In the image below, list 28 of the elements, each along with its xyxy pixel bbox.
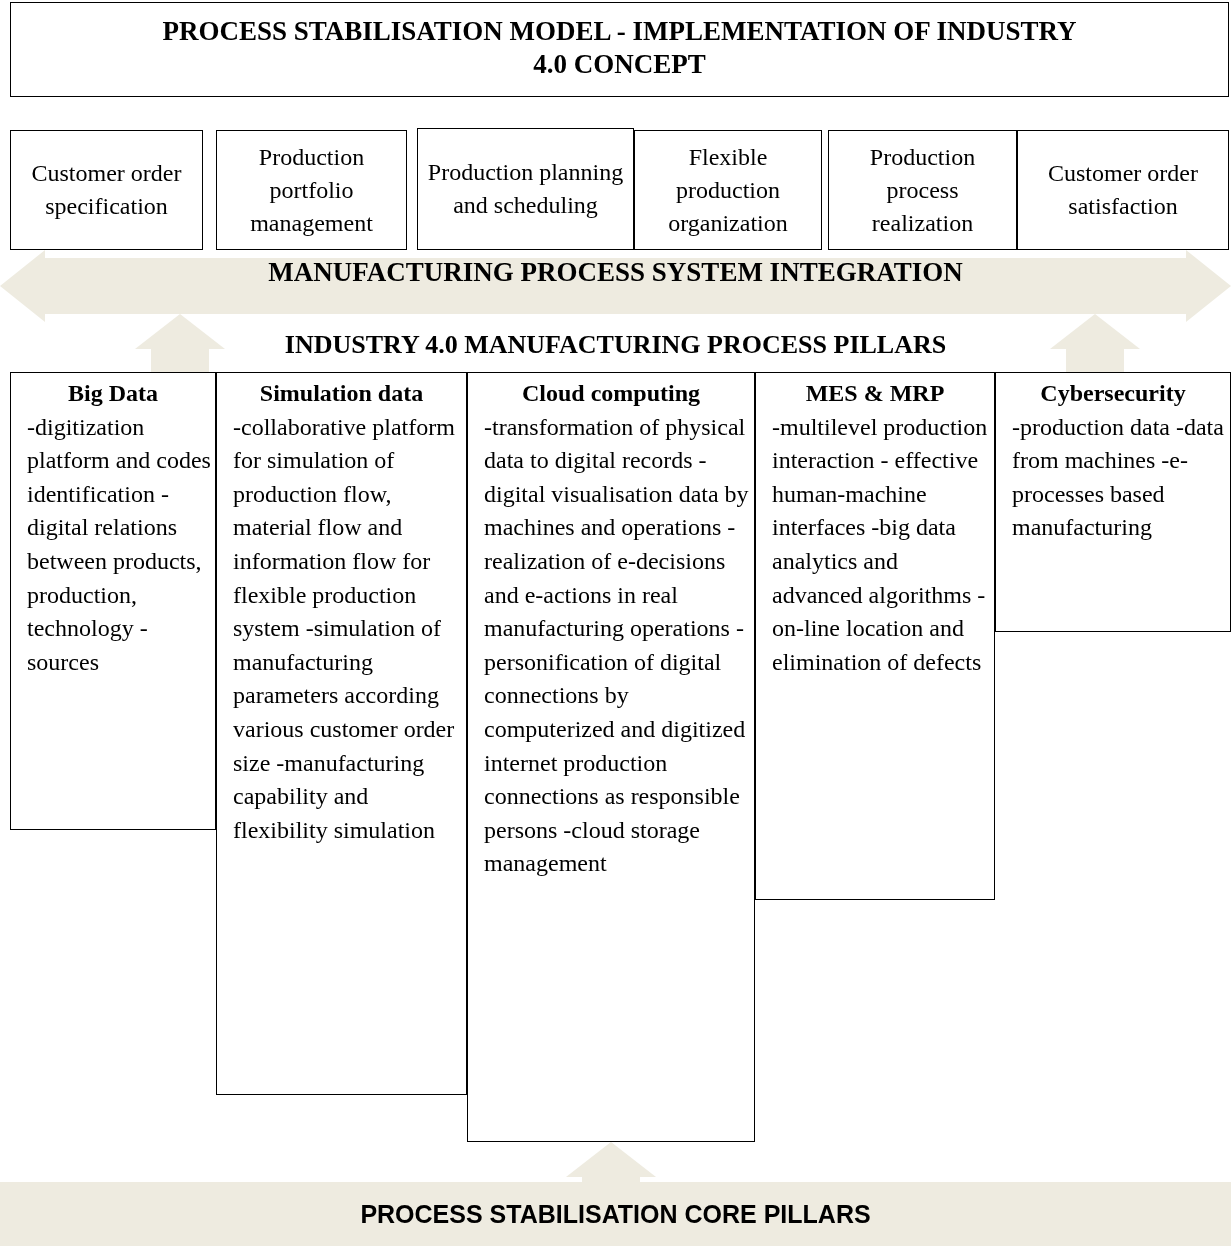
pillar-box	[10, 372, 216, 830]
pillar-text: -production data -data from machines -e-processes based manufacturing	[1012, 412, 1225, 543]
up-arrow	[1050, 314, 1140, 372]
process-box: Production planning and scheduling	[417, 128, 634, 250]
pillar-heading: Cybersecurity	[1039, 379, 1187, 408]
pillar-text: -transformation of physical data to digital records -digital visualisation data by machines and operations -realization of e-decisions and e-actions in real manufacturing operations -personification of digital connections by computerized and digitized internet production connections as responsible persons -cloud storage management	[484, 412, 750, 879]
process-box: Flexible production organization	[634, 130, 822, 250]
pillar-heading: Big Data	[67, 379, 159, 408]
pillar-heading: MES & MRP	[804, 379, 946, 408]
band-label: MANUFACTURING PROCESS SYSTEM INTEGRATION	[268, 256, 963, 289]
pillar-text: -multilevel production interaction - effective human-machine interfaces -big data analytics and advanced algorithms -on-line location and elimination of defects	[772, 412, 989, 677]
title: PROCESS STABILISATION MODEL - IMPLEMENTATION OF INDUSTRY 4.0 CONCEPT	[10, 2, 1229, 97]
pillar-heading: Cloud computing	[520, 379, 701, 408]
pillar-box	[467, 372, 755, 1142]
process-box: Customer order specification	[10, 130, 203, 250]
process-box: Production process realization	[828, 130, 1017, 250]
pillar-box	[995, 372, 1231, 632]
up-arrow	[135, 314, 225, 372]
pillar-box	[755, 372, 995, 900]
process-box: Customer order satisfaction	[1017, 130, 1229, 250]
up-arrow	[566, 1142, 656, 1182]
section-heading: INDUSTRY 4.0 MANUFACTURING PROCESS PILLARS	[284, 329, 947, 361]
pillar-text: -digitization platform and codes identification -digital relations between products, production, technology -sources	[27, 412, 212, 677]
pillar-text: -collaborative platform for simulation of production flow, material flow and information flow for flexible production system -simulation of manufacturing parameters according various customer order size -manufacturing capability and flexibility simulation	[233, 412, 456, 845]
process-box: Production portfolio management	[216, 130, 407, 250]
pillar-heading: Simulation data	[258, 379, 425, 408]
pillar-box	[216, 372, 467, 1095]
base-band: PROCESS STABILISATION CORE PILLARS	[0, 1182, 1231, 1246]
